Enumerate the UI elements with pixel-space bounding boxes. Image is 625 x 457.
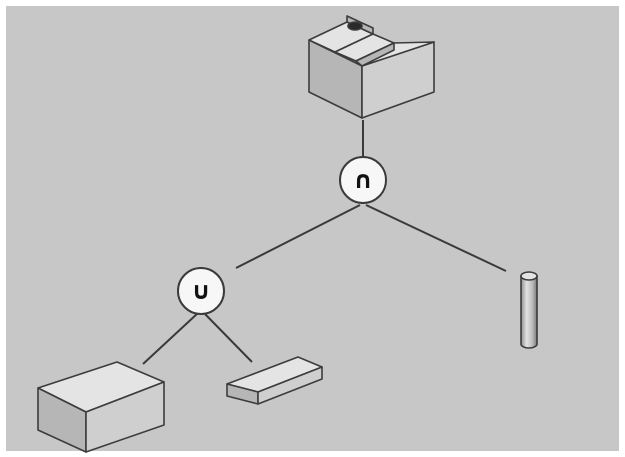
result-notched-block [308,15,435,119]
union-node: ∪ [177,267,225,315]
union-node-circle [177,267,225,315]
flat-box-front-face [257,366,323,405]
result-right-inner-wall [355,42,395,67]
edge-intersection-union [235,204,361,269]
tree-edges [142,120,507,365]
big-box-front-face [85,381,165,453]
flat-box-solid [226,356,323,405]
intersection-symbol: ∩ [353,166,373,194]
big-box-solid [37,361,165,453]
intersection-node-circle [339,156,387,204]
cylinder-top-cap [520,271,538,281]
cylinder-solid [520,271,538,349]
edge-intersection-cylinder [365,204,507,272]
result-hole [347,21,363,31]
edge-union-flat-box [203,312,253,363]
intersection-node: ∩ [339,156,387,204]
cylinder-body [520,275,538,349]
edge-union-big-box [142,312,199,365]
union-symbol: ∪ [191,277,211,305]
